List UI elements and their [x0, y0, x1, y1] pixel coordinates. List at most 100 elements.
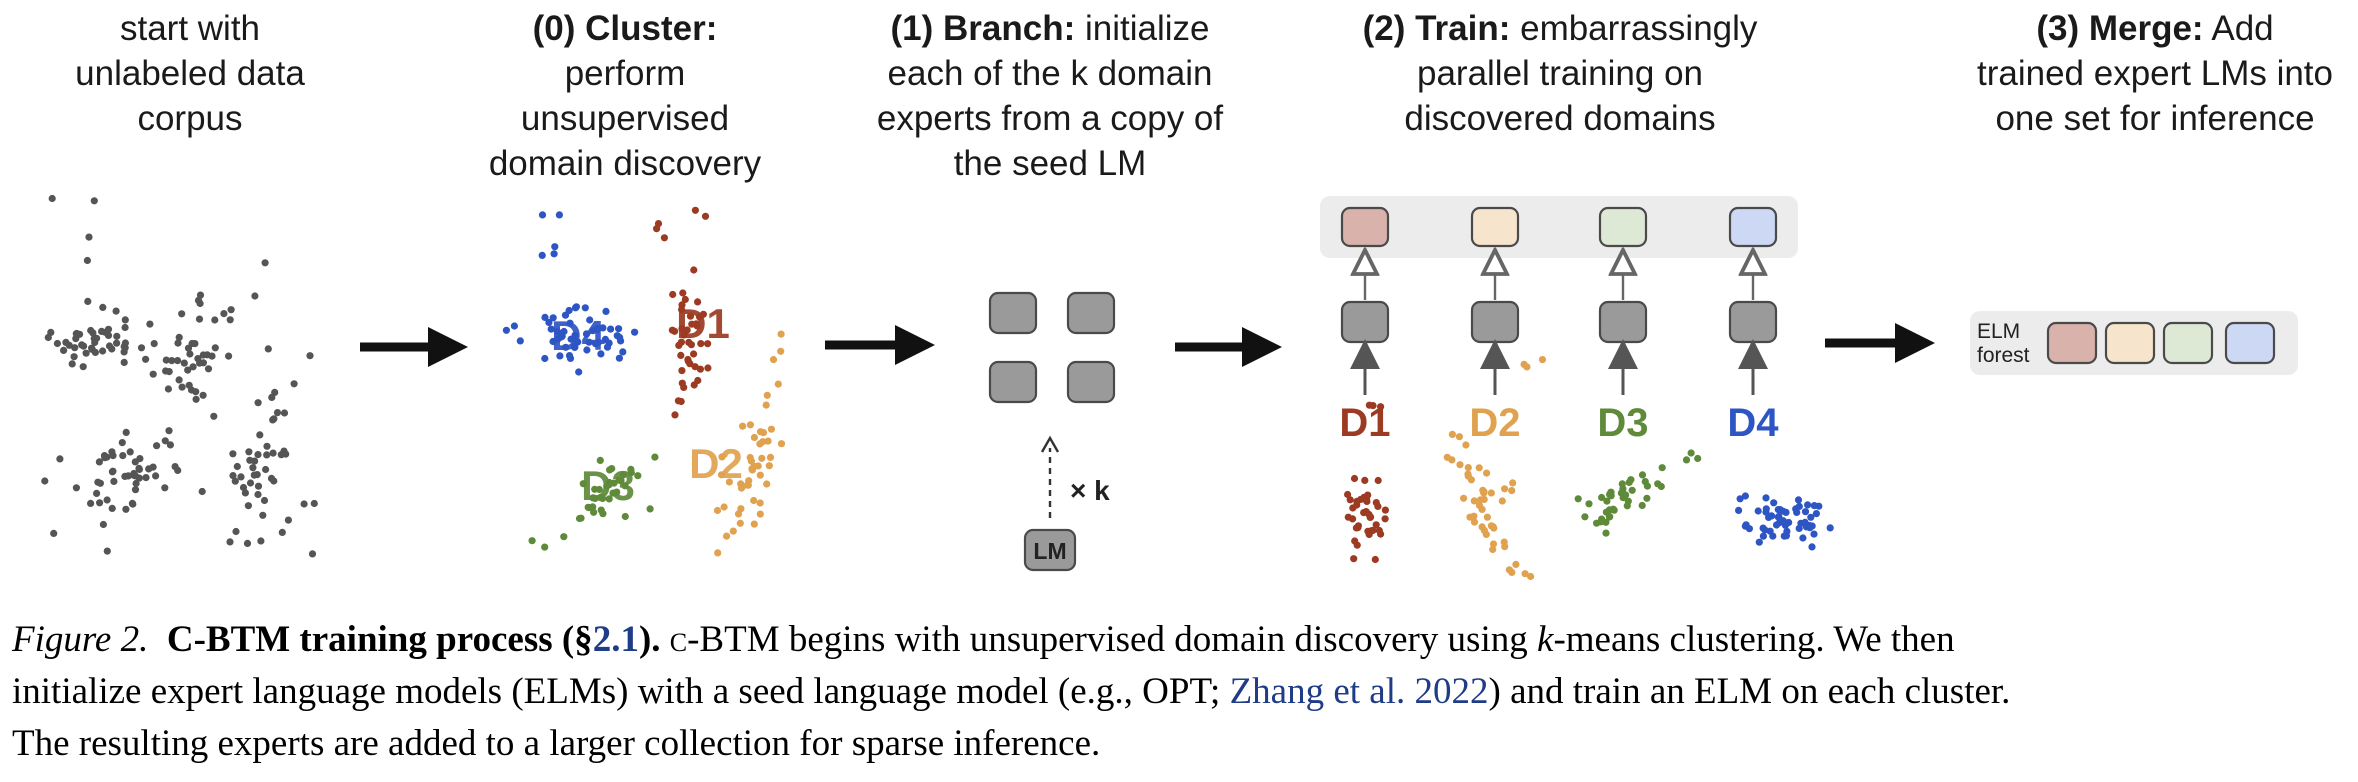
data-point: [1353, 541, 1361, 549]
data-point: [277, 451, 285, 459]
cluster-label-d4: D4: [551, 312, 605, 359]
data-point: [204, 365, 213, 373]
data-point: [72, 484, 80, 492]
data-point: [560, 533, 568, 541]
data-point: [132, 479, 140, 488]
data-point: [1489, 540, 1498, 548]
data-point: [687, 341, 696, 349]
data-point: [736, 519, 744, 527]
data-point: [1381, 506, 1389, 514]
data-point: [1443, 453, 1451, 461]
section-ref-link[interactable]: 2.1: [592, 619, 639, 660]
data-point: [679, 289, 687, 297]
data-point: [669, 290, 677, 299]
data-point: [631, 328, 639, 336]
data-point: [196, 299, 204, 308]
data-point: [113, 332, 121, 340]
data-point: [290, 380, 298, 388]
data-point: [697, 340, 705, 348]
expert-lm-box: [1470, 300, 1520, 344]
data-point: [79, 363, 87, 371]
data-point: [774, 380, 782, 388]
title-bold: (3) Merge:: [2036, 9, 2203, 48]
data-point: [237, 473, 245, 481]
data-point: [1807, 513, 1815, 521]
data-point: [1369, 402, 1377, 410]
data-point: [1489, 523, 1497, 531]
data-point: [551, 243, 559, 251]
citation-link[interactable]: Zhang et al. 2022: [1229, 671, 1489, 712]
data-point: [690, 350, 698, 358]
data-point: [175, 333, 183, 341]
title-line: the seed LM: [954, 144, 1147, 183]
data-point: [596, 493, 605, 502]
data-point: [1762, 494, 1770, 502]
data-point: [1466, 513, 1474, 521]
data-point: [541, 354, 549, 363]
data-point: [1574, 495, 1582, 503]
forest-expert-d3: [2162, 321, 2214, 365]
data-point: [516, 337, 524, 345]
data-point: [184, 366, 192, 374]
title-text: domain discovery: [489, 144, 762, 183]
data-point: [1460, 494, 1468, 502]
data-point: [777, 347, 785, 355]
data-point: [199, 351, 207, 359]
expert-lm-box: [1598, 300, 1648, 344]
data-point: [249, 464, 257, 472]
data-point: [671, 411, 679, 419]
title-text: corpus: [137, 99, 242, 138]
trained-expert-d2: [1470, 206, 1520, 248]
data-point: [1483, 513, 1491, 521]
caption-line-1: Figure 2. C-BTM training process (§2.1).…: [12, 614, 2352, 666]
data-point: [95, 458, 103, 466]
data-point: [1643, 494, 1651, 502]
train-label-d1: D1: [1339, 401, 1390, 445]
data-point: [171, 463, 179, 471]
data-point: [142, 474, 150, 482]
data-point: [1346, 496, 1354, 504]
data-point: [208, 352, 216, 360]
data-point: [68, 360, 76, 368]
data-point: [53, 339, 62, 348]
data-point: [621, 482, 629, 490]
title-text: each of the k domain: [888, 54, 1213, 93]
data-point: [226, 538, 234, 546]
data-point: [1360, 493, 1368, 501]
data-point: [105, 342, 114, 350]
data-point: [1794, 496, 1803, 504]
data-point: [675, 341, 683, 349]
trained-expert-d1: [1340, 206, 1390, 248]
data-point: [1606, 513, 1614, 521]
data-point: [1801, 508, 1810, 516]
data-point: [1462, 441, 1470, 449]
data-point: [146, 320, 154, 328]
data-point: [723, 532, 731, 540]
data-point: [1509, 479, 1517, 487]
data-point: [161, 484, 169, 492]
scatter-points: [41, 194, 1834, 581]
data-point: [229, 472, 237, 480]
data-point: [232, 527, 240, 536]
trained-experts-panel: [1320, 196, 1798, 258]
data-point: [1745, 525, 1753, 533]
caption-title-suffix: ).: [638, 619, 661, 660]
data-point: [104, 331, 113, 339]
arrow-head: [1895, 323, 1935, 363]
data-point: [1381, 515, 1389, 523]
data-point: [1780, 532, 1788, 540]
data-point: [128, 499, 136, 507]
data-point: [678, 325, 686, 333]
caption-title-main: -BTM training process (§: [193, 619, 593, 660]
data-point: [677, 351, 685, 359]
data-point: [149, 463, 157, 471]
data-point: [241, 489, 249, 497]
data-point: [103, 547, 111, 555]
data-point: [681, 295, 689, 304]
data-point: [99, 347, 107, 355]
data-point: [589, 494, 597, 502]
caption-line-3: The resulting experts are added to a lar…: [12, 723, 1101, 764]
caption-line2-a: initialize expert language models (ELMs)…: [12, 671, 1230, 712]
